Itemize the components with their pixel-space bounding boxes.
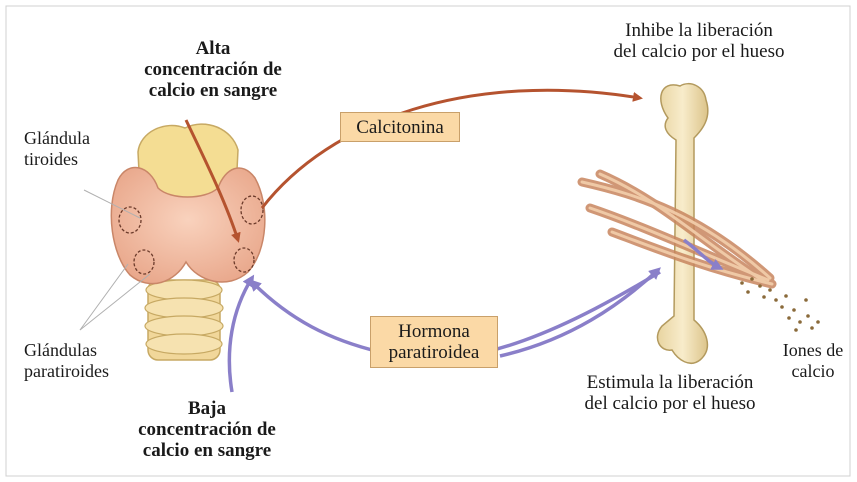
calcitonin-arrow-to-bone	[262, 90, 640, 208]
thyroid-label: Glándula tiroides	[24, 128, 124, 170]
low-calcium-label: Baja concentración de calcio en sangre	[112, 398, 302, 461]
calcium-ions-label: Iones de calcio	[770, 340, 856, 382]
pth-box: Hormona paratiroidea	[370, 316, 498, 368]
parathyroid-label: Glándulas paratiroides	[24, 340, 144, 382]
low-calcium-arrow	[229, 278, 252, 392]
inhibit-label: Inhibe la liberación del calcio por el h…	[574, 20, 824, 62]
calcitonin-box: Calcitonina	[340, 112, 460, 142]
calcium-ion-dots	[740, 277, 820, 332]
pth-arrow-to-bone-tip	[500, 270, 658, 356]
stimulate-label: Estimula la liberación del calcio por el…	[560, 372, 780, 414]
high-calcium-label: Alta concentración de calcio en sangre	[118, 38, 308, 101]
trachea	[145, 280, 223, 360]
